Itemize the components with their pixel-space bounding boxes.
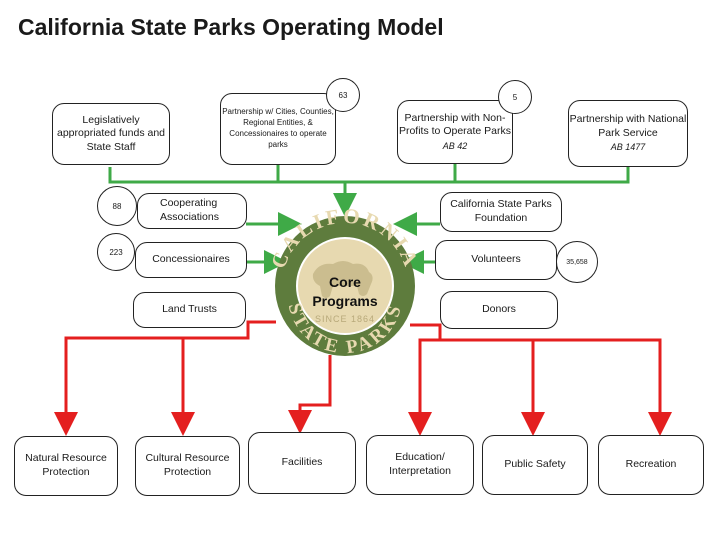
- count-circle-volunteers: 35,658: [556, 241, 598, 283]
- count-circle-concessionaires: 223: [97, 233, 135, 271]
- core-programs-label: Core Programs: [312, 274, 378, 309]
- concessionaires-label: Concessionaires: [152, 253, 230, 266]
- program-facilities: Facilities: [248, 432, 356, 494]
- funding-connectors: [108, 164, 630, 274]
- donors-box: Donors: [440, 291, 558, 329]
- partnership-nps-bill: AB 1477: [610, 142, 646, 153]
- partnership-nonprofits-label: Partnership with Non-Profits to Operate …: [398, 111, 512, 138]
- land-trusts-label: Land Trusts: [162, 303, 217, 316]
- partnership-cities-label: Partnership w/ Cities, Counties, Regiona…: [222, 107, 334, 149]
- foundation-label: California State Parks Foundation: [450, 198, 552, 224]
- program-natural-resource: Natural Resource Protection: [14, 436, 118, 496]
- foundation-box: California State Parks Foundation: [440, 192, 562, 232]
- partnership-nonprofits-box: Partnership with Non-Profits to Operate …: [397, 100, 513, 164]
- program-recreation: Recreation: [598, 435, 704, 495]
- count-circle-cooperating: 88: [97, 186, 137, 226]
- cooperating-associations-label: Cooperating Associations: [160, 197, 219, 223]
- seal-since-text: SINCE 1864: [315, 314, 375, 324]
- page-title: California State Parks Operating Model: [18, 14, 444, 40]
- count-circle-nonprofits: 5: [498, 80, 532, 114]
- seal-bear-icon: [312, 261, 373, 298]
- program-cultural-resource: Cultural Resource Protection: [135, 436, 240, 496]
- land-trusts-box: Land Trusts: [133, 292, 246, 328]
- count-circle-cities: 63: [326, 78, 360, 112]
- legislative-funds-label: Legislatively appropriated funds and Sta…: [57, 113, 165, 153]
- partnership-nps-label: Partnership with National Park Service: [569, 113, 687, 139]
- program-education: Education/ Interpretation: [366, 435, 474, 495]
- partnership-nonprofits-bill: AB 42: [442, 140, 468, 151]
- partnership-cities-box: Partnership w/ Cities, Counties, Regiona…: [220, 93, 336, 165]
- volunteers-label: Volunteers: [471, 253, 521, 266]
- program-connectors: [54, 320, 672, 436]
- volunteers-box: Volunteers: [435, 240, 557, 280]
- cooperating-associations-box: Cooperating Associations: [137, 193, 247, 229]
- partnership-nps-box: Partnership with National Park Service A…: [568, 100, 688, 167]
- program-public-safety: Public Safety: [482, 435, 588, 495]
- concessionaires-box: Concessionaires: [135, 242, 247, 278]
- donors-label: Donors: [482, 303, 516, 316]
- legislative-funds-box: Legislatively appropriated funds and Sta…: [52, 103, 170, 165]
